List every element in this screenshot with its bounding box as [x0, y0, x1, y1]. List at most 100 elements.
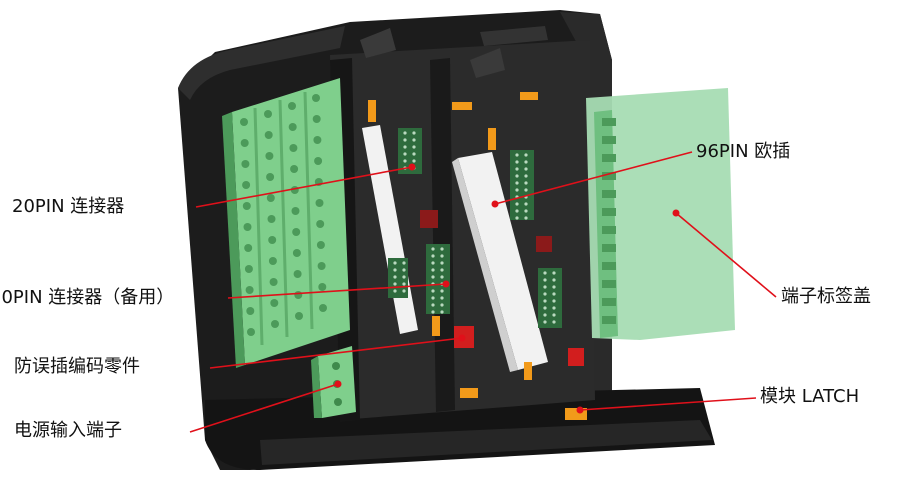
- terminal-screw: [317, 262, 326, 270]
- terminal-screw: [291, 207, 300, 215]
- cover-tooth: [602, 190, 616, 198]
- label-power-input: 电源输入端子: [14, 420, 122, 441]
- pin: [543, 271, 547, 275]
- pin: [552, 271, 556, 275]
- pin: [543, 313, 547, 317]
- terminal-screw: [264, 131, 273, 139]
- terminal-screw: [245, 286, 254, 294]
- pin: [412, 131, 416, 135]
- pin: [440, 296, 444, 300]
- terminal-screw: [268, 257, 277, 265]
- pin: [402, 275, 406, 279]
- terminal-screw: [292, 249, 301, 257]
- pin-header: [426, 244, 450, 314]
- pin: [402, 261, 406, 265]
- terminal-screw: [288, 123, 297, 131]
- leader-20pin-spare: [227, 283, 447, 299]
- pin: [543, 285, 547, 289]
- pin-header: [538, 268, 562, 328]
- label-cover: [586, 88, 735, 340]
- terminal-screw: [242, 202, 251, 210]
- leader-lines: [189, 151, 777, 433]
- left-terminal-block: [222, 78, 350, 368]
- pin: [431, 289, 435, 293]
- pin: [543, 306, 547, 310]
- terminal-screw: [266, 173, 275, 181]
- pin: [524, 188, 528, 192]
- leader-power-dot: [334, 380, 342, 388]
- leader-coding: [209, 337, 463, 369]
- pin: [515, 167, 519, 171]
- cover-tooth: [602, 136, 616, 144]
- pin: [393, 268, 397, 272]
- pin: [524, 209, 528, 213]
- terminal-screw: [241, 160, 250, 168]
- pin: [524, 160, 528, 164]
- label-96pin-euro: 96PIN 欧插: [696, 141, 791, 162]
- pin: [440, 247, 444, 251]
- pin: [543, 299, 547, 303]
- terminal-screw: [266, 194, 275, 202]
- cover-tooth: [602, 208, 616, 216]
- label-20pin-connector-spare: 20PIN 连接器（备用）: [0, 287, 175, 308]
- pin: [524, 216, 528, 220]
- pin: [393, 289, 397, 293]
- terminal-screw: [268, 236, 277, 244]
- terminal-screw: [271, 320, 279, 328]
- cover-tooth: [602, 154, 616, 162]
- terminal-screw: [315, 199, 324, 207]
- terminal-screw: [319, 304, 327, 312]
- terminal-screw: [312, 94, 320, 102]
- terminal-screw: [264, 110, 272, 118]
- terminal-screw: [244, 265, 253, 273]
- terminal-screw: [313, 136, 322, 144]
- pin: [431, 261, 435, 265]
- terminal-screw: [246, 307, 255, 315]
- pin: [515, 160, 519, 164]
- pin: [440, 303, 444, 307]
- pin: [552, 306, 556, 310]
- terminal-screw: [293, 270, 302, 278]
- pin-header: [510, 150, 534, 220]
- coding-parts: [420, 210, 584, 366]
- pin: [431, 296, 435, 300]
- terminal-screw: [247, 328, 255, 336]
- leader-20pin-spare-dot: [442, 280, 450, 288]
- pin: [440, 310, 444, 314]
- pin: [524, 153, 528, 157]
- label-coding-parts: 防误插编码零件: [14, 356, 140, 377]
- terminal-screw: [292, 228, 301, 236]
- pin-headers: [388, 128, 562, 328]
- pin: [412, 159, 416, 163]
- terminal-screw: [294, 291, 303, 299]
- leader-power: [189, 383, 339, 433]
- pin: [431, 310, 435, 314]
- pin: [431, 303, 435, 307]
- pin: [403, 145, 407, 149]
- pin: [431, 268, 435, 272]
- terminal-screw: [240, 118, 248, 126]
- pin: [524, 174, 528, 178]
- terminal-screw: [240, 139, 249, 147]
- pin: [440, 275, 444, 279]
- pin: [412, 152, 416, 156]
- label-20pin-connector: 20PIN 连接器: [12, 196, 125, 217]
- pin: [393, 261, 397, 265]
- pin: [515, 153, 519, 157]
- leader-cover: [675, 212, 777, 298]
- pin: [543, 278, 547, 282]
- pin: [431, 247, 435, 251]
- pin: [515, 181, 519, 185]
- terminal-screw: [318, 283, 327, 291]
- pin: [552, 285, 556, 289]
- cover-tooth: [602, 262, 616, 270]
- cover-tooth: [602, 172, 616, 180]
- terminal-screw: [316, 241, 325, 249]
- pin: [403, 131, 407, 135]
- pin: [515, 188, 519, 192]
- cover-tooth: [602, 244, 616, 252]
- pin: [402, 268, 406, 272]
- terminal-screw: [295, 312, 303, 320]
